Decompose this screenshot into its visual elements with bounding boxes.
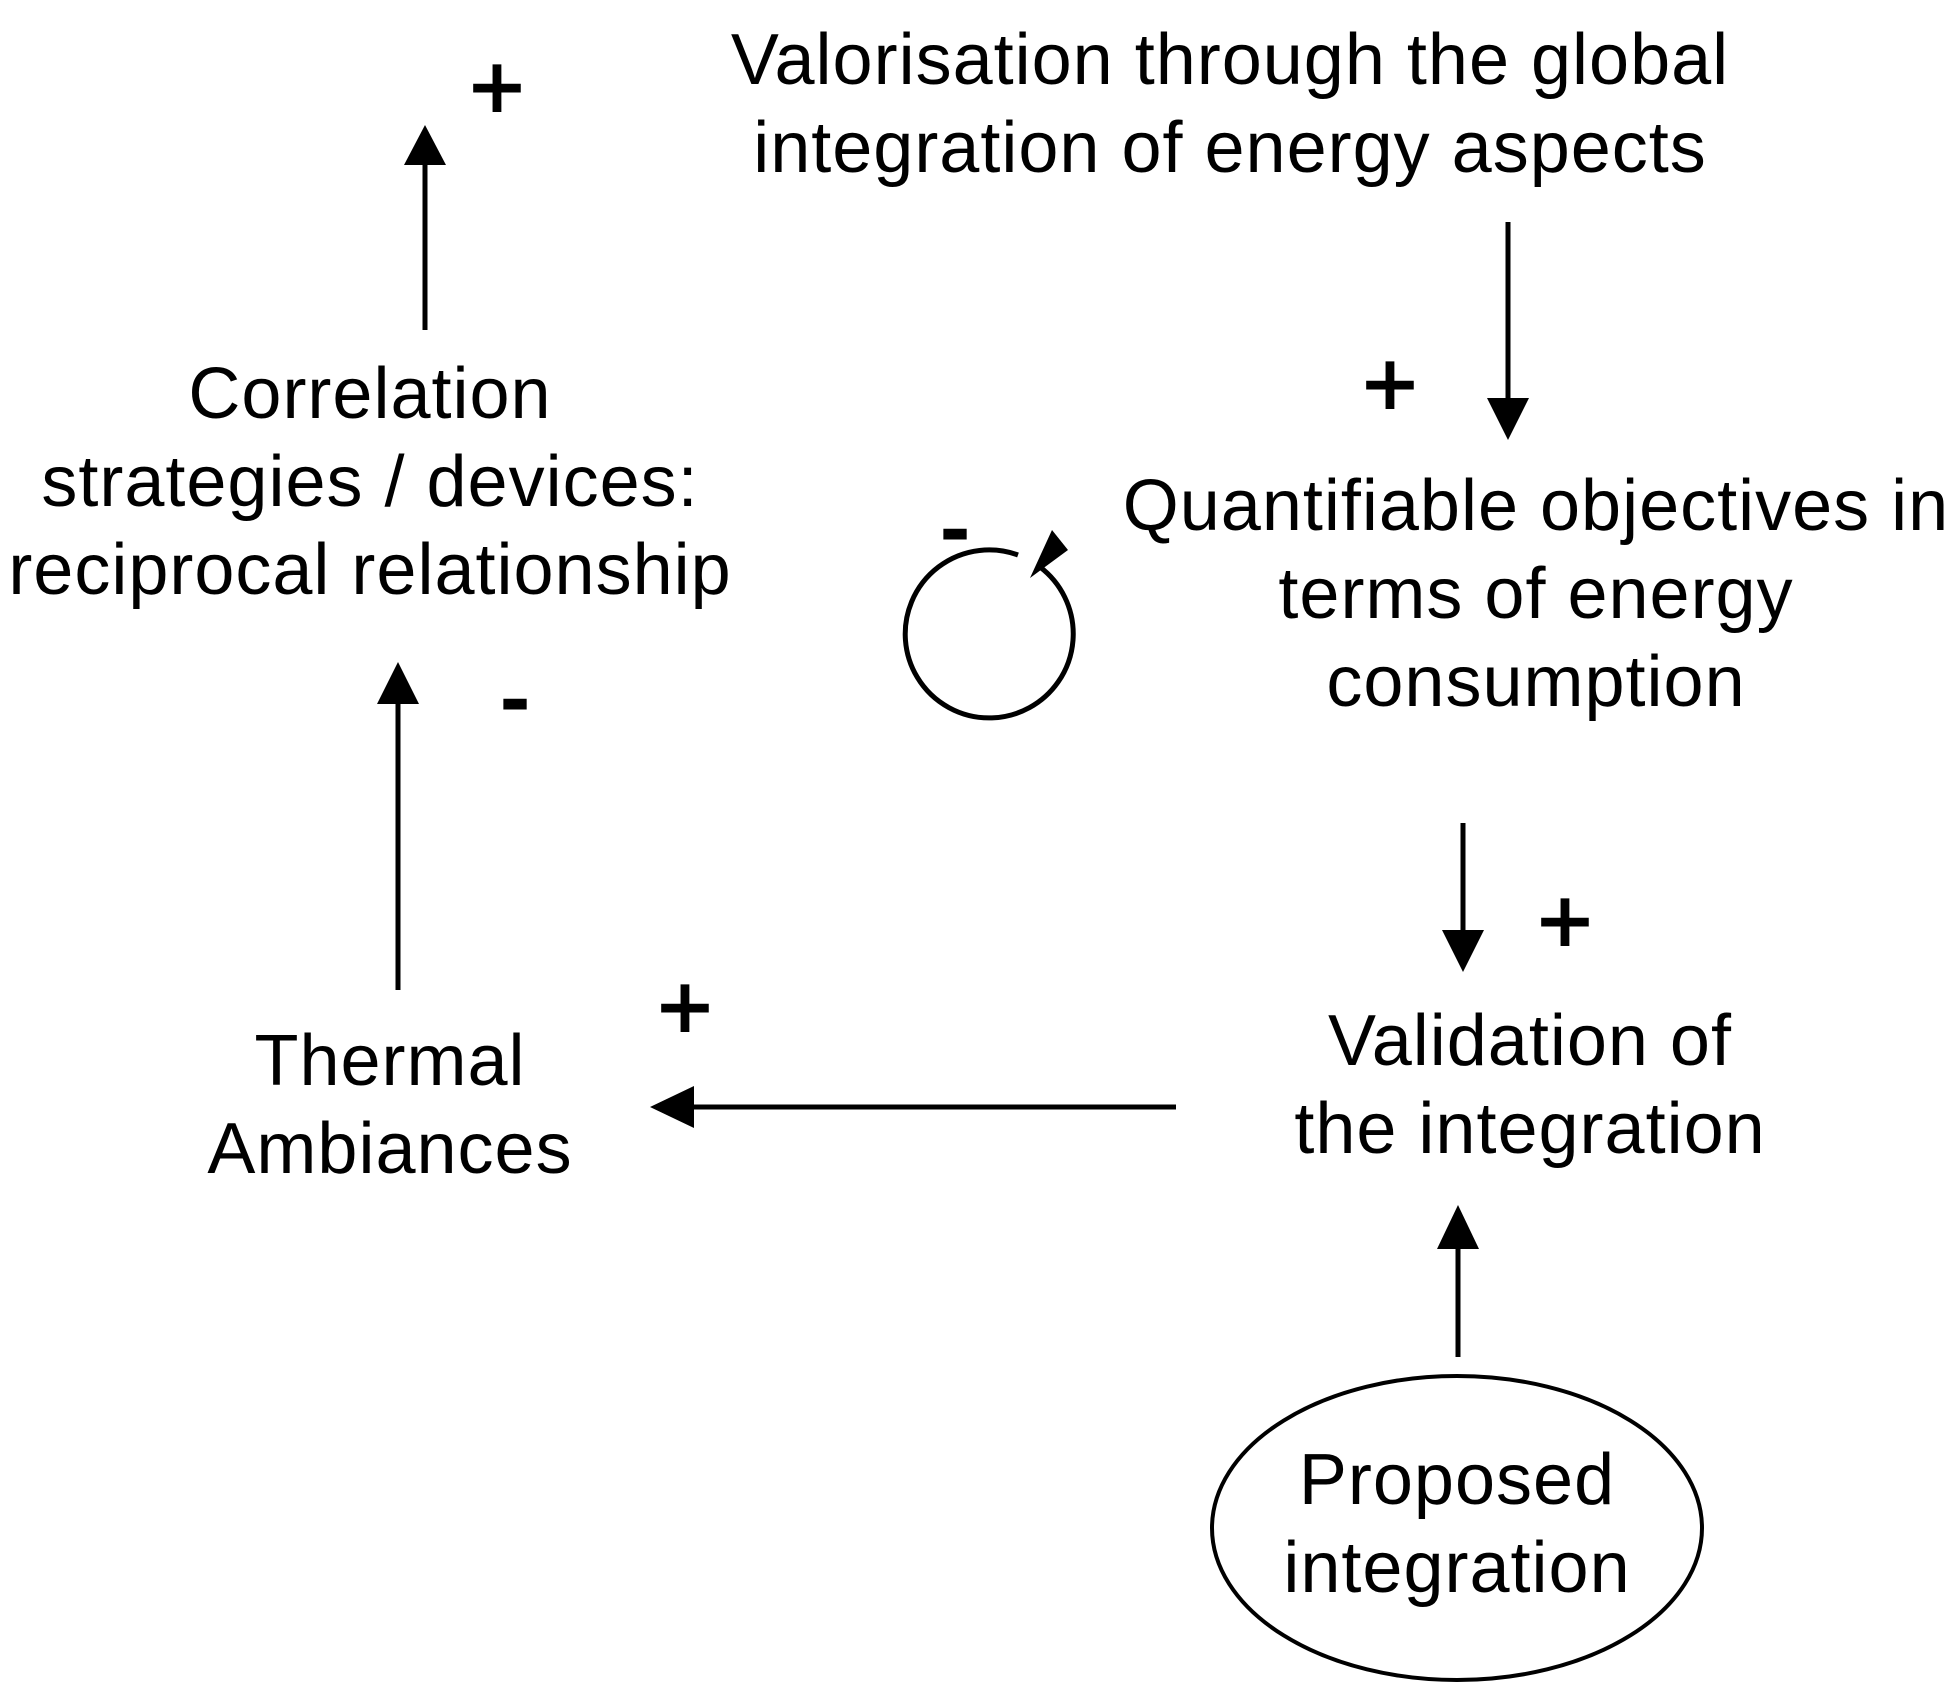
- arrow-valorisation-to-quantifiable: [1487, 222, 1529, 440]
- sign-thermal-to-correlation: -: [499, 655, 531, 744]
- node-quantifiable-line-2: terms of energy: [1278, 554, 1794, 634]
- node-validation-line-1: Validation of: [1328, 1001, 1732, 1081]
- node-quantifiable: Quantifiable objectives in terms of ener…: [1115, 462, 1957, 726]
- arrow-correlation-up: [404, 125, 446, 330]
- sign-correlation-out: +: [465, 41, 529, 130]
- node-correlation: Correlation strategies / devices: recipr…: [0, 350, 740, 614]
- node-proposed: Proposed integration: [1237, 1436, 1677, 1612]
- arrow-thermal-to-correlation: [377, 662, 419, 990]
- sign-quantifiable-to-validation: +: [1533, 875, 1597, 964]
- arrow-quantifiable-to-validation: [1442, 823, 1484, 972]
- node-correlation-line-3: reciprocal relationship: [8, 530, 732, 610]
- sign-valorisation-to-quantifiable: +: [1358, 338, 1422, 427]
- node-proposed-line-2: integration: [1283, 1528, 1631, 1608]
- node-proposed-line-1: Proposed: [1298, 1440, 1616, 1520]
- node-correlation-line-2: strategies / devices:: [41, 442, 699, 522]
- node-quantifiable-line-1: Quantifiable objectives in: [1122, 466, 1950, 546]
- sign-loop: -: [939, 485, 971, 574]
- node-correlation-line-1: Correlation: [188, 354, 552, 434]
- node-thermal-line-2: Ambiances: [207, 1109, 573, 1189]
- node-quantifiable-line-3: consumption: [1326, 642, 1746, 722]
- arrow-validation-to-thermal: [650, 1086, 1176, 1128]
- node-validation-line-2: the integration: [1294, 1089, 1766, 1169]
- proposed-integration-ellipse: [1210, 1374, 1704, 1682]
- node-thermal: Thermal Ambiances: [190, 1017, 590, 1193]
- arrow-proposed-to-validation: [1437, 1205, 1479, 1357]
- loop-arrow: [902, 530, 1076, 721]
- node-valorisation: Valorisation through the global integrat…: [700, 16, 1760, 192]
- node-thermal-line-1: Thermal: [254, 1021, 526, 1101]
- node-valorisation-line-2: integration of energy aspects: [753, 108, 1707, 188]
- node-valorisation-line-1: Valorisation through the global: [730, 20, 1730, 100]
- node-validation: Validation of the integration: [1250, 997, 1810, 1173]
- sign-validation-to-thermal: +: [653, 961, 717, 1050]
